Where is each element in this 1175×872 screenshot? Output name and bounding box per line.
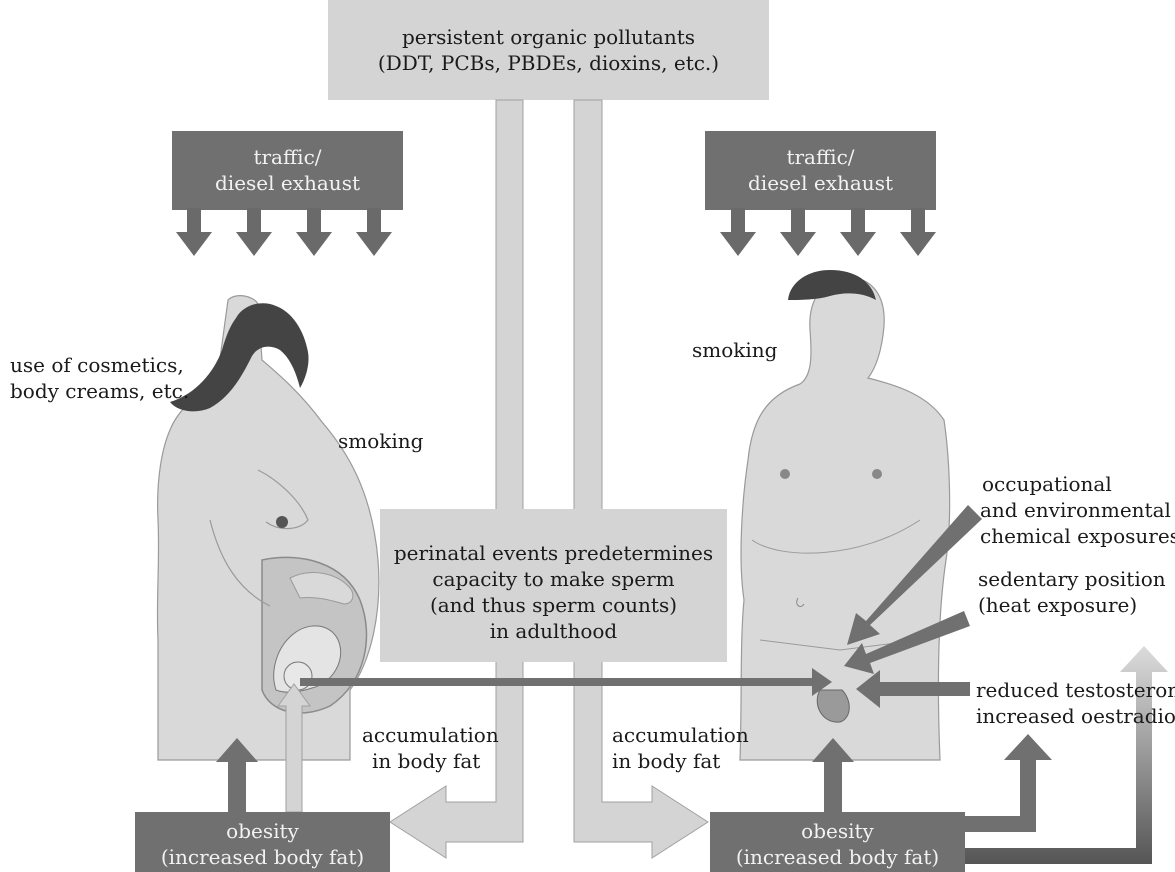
occupational-line2: and environmental [980, 497, 1175, 523]
obesity-left-line2: (increased body fat) [135, 844, 390, 870]
perinatal-line4: in adulthood [380, 618, 727, 644]
man-nipple-left [780, 469, 790, 479]
occupational-line1: occupational [980, 471, 1175, 497]
traffic-label-left: traffic/ diesel exhaust [172, 144, 403, 196]
cosmetics-line1: use of cosmetics, [10, 352, 189, 378]
cosmetics-label: use of cosmetics, body creams, etc. [10, 352, 189, 404]
traffic-arrow-left-3 [296, 208, 332, 256]
obesity-right-line2: (increased body fat) [710, 844, 965, 870]
perinatal-line3: (and thus sperm counts) [380, 592, 727, 618]
traffic-left-line1: traffic/ [172, 144, 403, 170]
traffic-arrow-right-2 [780, 208, 816, 256]
accumulation-label-right: accumulation in body fat [612, 722, 749, 774]
smoking-label-male: smoking [692, 337, 777, 363]
obesity-left-line1: obesity [135, 818, 390, 844]
accumulation-label-left: accumulation in body fat [362, 722, 499, 774]
smoking-label-female: smoking [338, 428, 423, 454]
obesity-label-left: obesity (increased body fat) [135, 818, 390, 870]
traffic-arrows-left [176, 208, 392, 256]
hormones-line2: increased oestradiol [976, 703, 1175, 729]
pollutants-label: persistent organic pollutants (DDT, PCBs… [328, 24, 769, 76]
traffic-left-line2: diesel exhaust [172, 170, 403, 196]
traffic-arrow-left-4 [356, 208, 392, 256]
pollutants-label-line2: (DDT, PCBs, PBDEs, dioxins, etc.) [328, 50, 769, 76]
occupational-line3: chemical exposures [980, 523, 1175, 549]
man-nipple-right [872, 469, 882, 479]
sedentary-line2: (heat exposure) [978, 592, 1166, 618]
pollutants-label-line1: persistent organic pollutants [328, 24, 769, 50]
traffic-label-right: traffic/ diesel exhaust [705, 144, 936, 196]
traffic-arrows-right [720, 208, 936, 256]
obesity-right-line1: obesity [710, 818, 965, 844]
sedentary-label: sedentary position (heat exposure) [978, 566, 1166, 618]
obesity-to-hormones-arrow [965, 734, 1052, 832]
accumulation-right-line1: accumulation [612, 722, 749, 748]
woman-nipple [276, 516, 288, 528]
hormones-line1: reduced testosterone [976, 677, 1175, 703]
accumulation-left-line2: in body fat [362, 748, 499, 774]
traffic-arrow-right-3 [840, 208, 876, 256]
accumulation-right-line2: in body fat [612, 748, 749, 774]
perinatal-line2: capacity to make sperm [380, 566, 727, 592]
accumulation-left-line1: accumulation [362, 722, 499, 748]
traffic-arrow-left-1 [176, 208, 212, 256]
traffic-right-line2: diesel exhaust [705, 170, 936, 196]
pregnant-woman-figure [157, 296, 378, 760]
cosmetics-line2: body creams, etc. [10, 378, 189, 404]
traffic-arrow-right-1 [720, 208, 756, 256]
sedentary-line1: sedentary position [978, 566, 1166, 592]
obesity-label-right: obesity (increased body fat) [710, 818, 965, 870]
perinatal-label: perinatal events predetermines capacity … [380, 540, 727, 644]
traffic-arrow-right-4 [900, 208, 936, 256]
perinatal-line1: perinatal events predetermines [380, 540, 727, 566]
traffic-arrow-left-2 [236, 208, 272, 256]
hormones-label: reduced testosterone increased oestradio… [976, 677, 1175, 729]
traffic-right-line1: traffic/ [705, 144, 936, 170]
occupational-label: occupational and environmental chemical … [980, 471, 1175, 549]
